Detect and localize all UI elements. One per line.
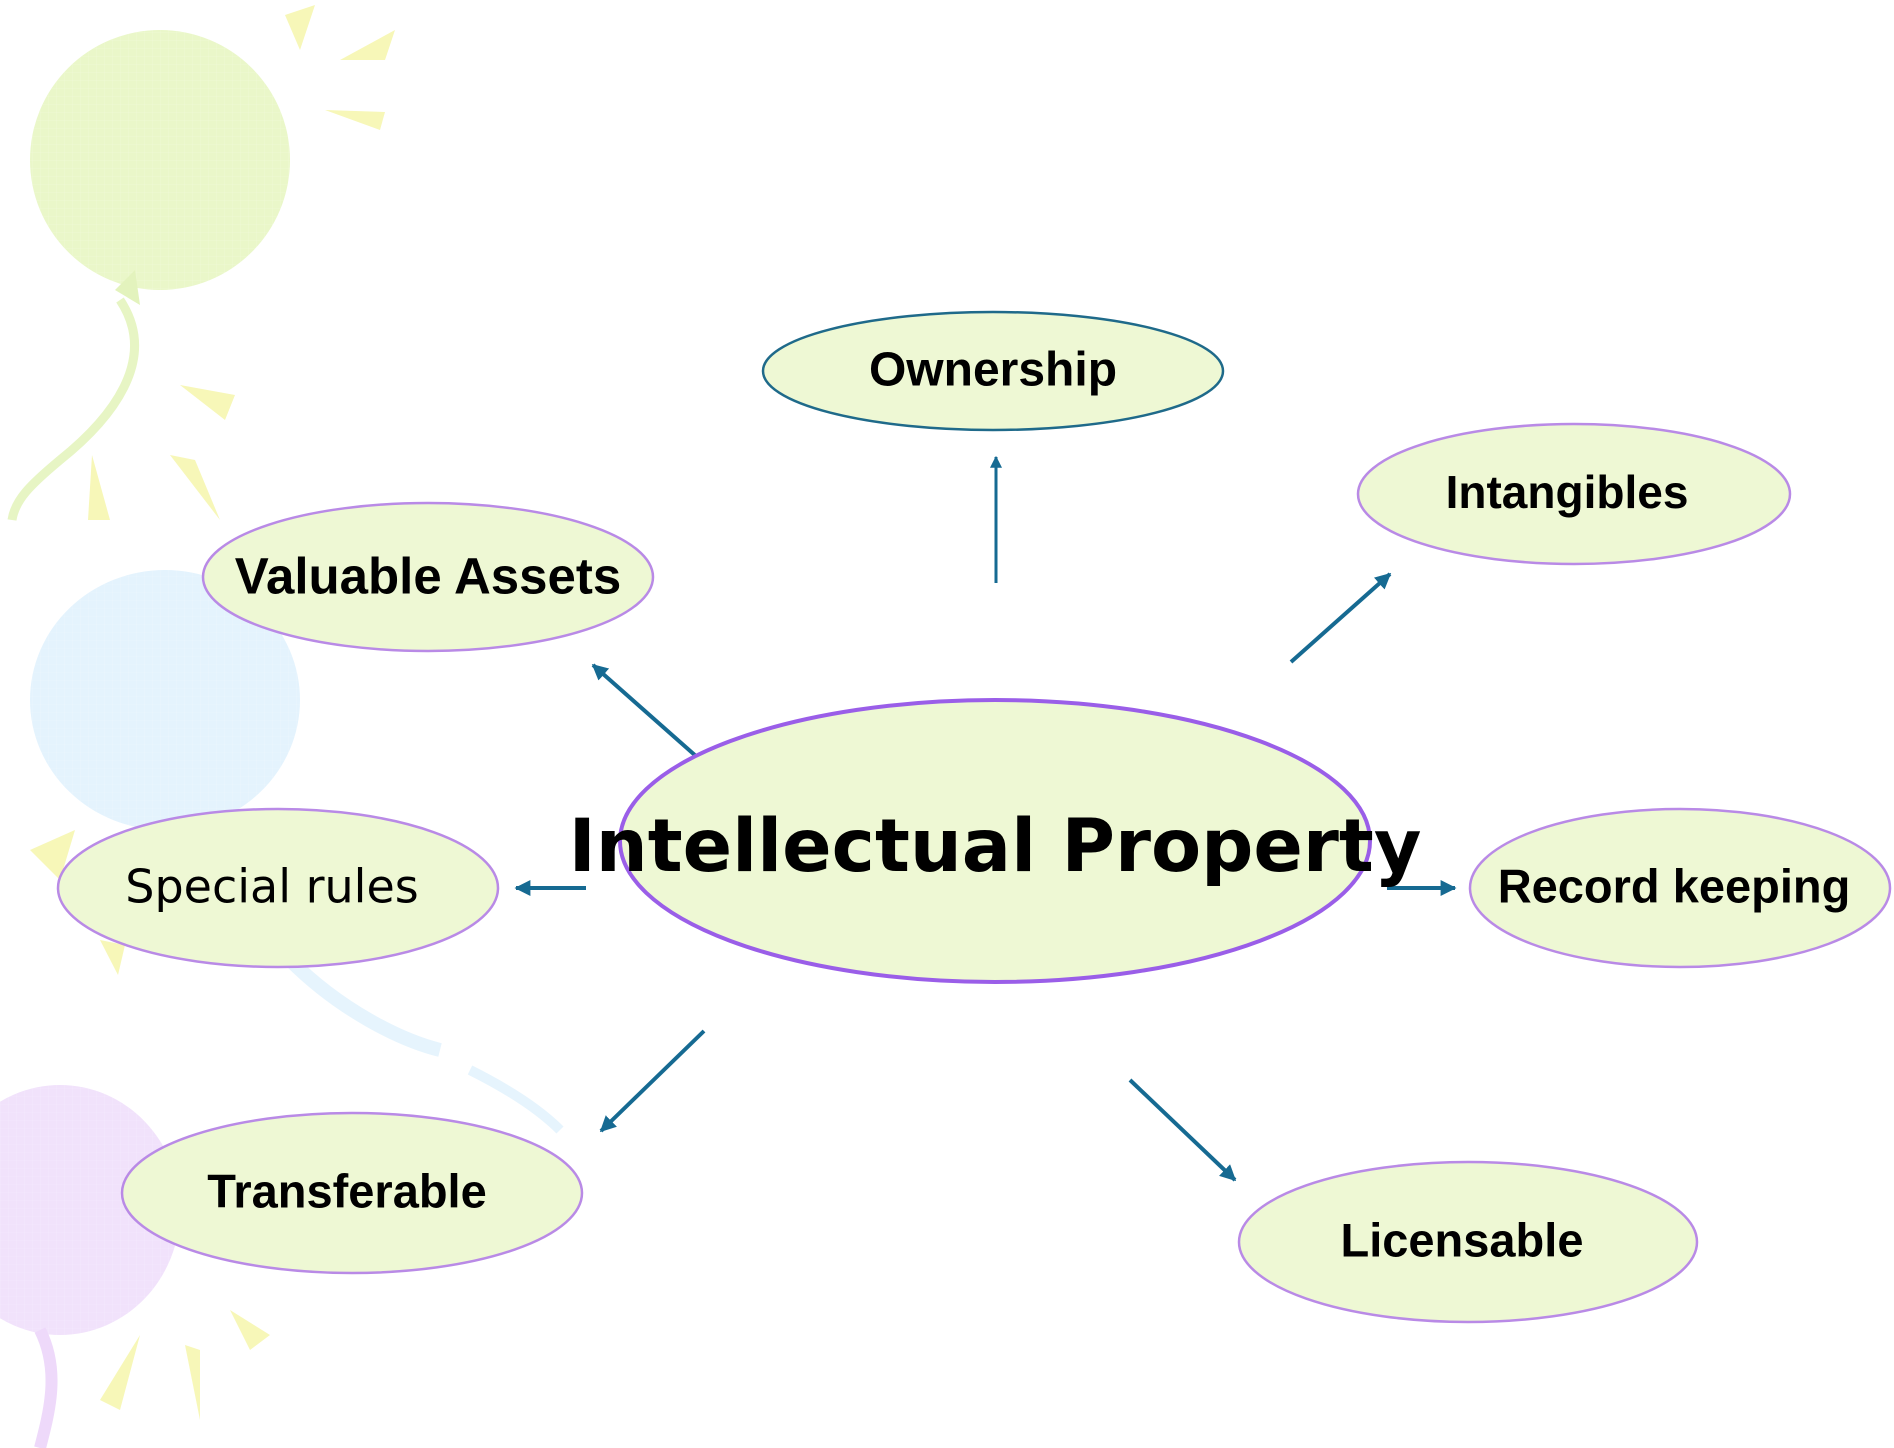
arrow-to-licensable (1128, 1078, 1237, 1182)
node-special-rules-label: Special rules (125, 860, 418, 914)
arrow-to-valuable-assets (591, 663, 699, 759)
node-intangibles[interactable]: Intangibles (1356, 422, 1792, 566)
background-decoration (0, 5, 564, 1448)
node-intangibles-ellipse (1356, 422, 1792, 566)
blue-balloon-decoration (30, 570, 564, 1134)
node-ownership[interactable]: Ownership (761, 310, 1225, 432)
arrow-to-transferable (599, 1029, 706, 1133)
node-transferable-label: Transferable (207, 1164, 487, 1217)
node-record-keeping-ellipse (1468, 807, 1892, 969)
node-licensable-label: Licensable (1341, 1213, 1584, 1266)
green-balloon-decoration (7, 5, 395, 521)
node-valuable-assets-ellipse (201, 501, 655, 653)
node-valuable-assets-label: Valuable Assets (235, 547, 621, 604)
node-special-rules-ellipse (56, 807, 500, 969)
node-licensable[interactable]: Licensable (1237, 1160, 1699, 1324)
node-transferable[interactable]: Transferable (120, 1111, 584, 1275)
node-record-keeping-label: Record keeping (1498, 859, 1851, 912)
node-intangibles-label: Intangibles (1446, 466, 1689, 518)
node-special-rules[interactable]: Special rules (56, 807, 500, 969)
connector-arrows (514, 455, 1457, 1182)
center-label: Intellectual Property (569, 804, 1422, 889)
node-ownership-label: Ownership (869, 344, 1117, 397)
purple-balloon-decoration (0, 1085, 270, 1448)
node-transferable-ellipse (120, 1111, 584, 1275)
node-ownership-ellipse (761, 310, 1225, 432)
node-valuable-assets[interactable]: Valuable Assets (201, 501, 655, 653)
center-node[interactable]: Intellectual Property (569, 698, 1422, 984)
node-licensable-ellipse (1237, 1160, 1699, 1324)
arrow-to-intangibles (1289, 572, 1392, 664)
node-record-keeping[interactable]: Record keeping (1468, 807, 1892, 969)
center-ellipse (618, 698, 1372, 984)
